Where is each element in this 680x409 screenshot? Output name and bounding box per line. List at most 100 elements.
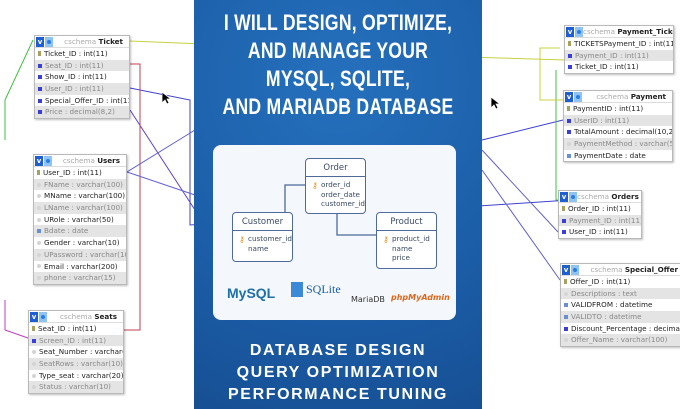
column-row[interactable]: FName : varchar(100) bbox=[34, 178, 126, 191]
toggle-icon[interactable]: v bbox=[30, 311, 38, 322]
options-icon[interactable] bbox=[575, 26, 583, 37]
toggle-icon[interactable]: v bbox=[36, 36, 44, 47]
column-row[interactable]: Ticket_ID : int(11) bbox=[35, 48, 129, 60]
column-row[interactable]: Payment_ID : int(11) bbox=[559, 214, 641, 227]
column-row[interactable]: Email : varchar(200) bbox=[34, 260, 126, 273]
options-icon[interactable] bbox=[39, 311, 47, 322]
column-icon bbox=[567, 141, 571, 146]
headline-line-2: AND MANAGE YOUR bbox=[247, 38, 429, 63]
column-row[interactable]: MName : varchar(100) bbox=[34, 190, 126, 203]
primary-key-icon bbox=[567, 106, 570, 112]
schema-label: cschema bbox=[583, 27, 616, 36]
sqlite-logo: SQLite bbox=[291, 282, 341, 297]
column-row[interactable]: User_ID : int(11) bbox=[34, 167, 126, 179]
options-icon[interactable] bbox=[571, 264, 579, 275]
options-icon[interactable] bbox=[45, 36, 53, 47]
service-2: QUERY OPTIMIZATION bbox=[236, 364, 440, 381]
column-row[interactable]: Screen_ID : int(11) bbox=[29, 334, 123, 347]
table-header[interactable]: v cschema Payment_Tickets bbox=[565, 26, 673, 38]
column-icon bbox=[37, 276, 41, 281]
column-row[interactable]: VALIDFROM : datetime bbox=[561, 299, 680, 312]
toggle-icon[interactable]: v bbox=[560, 191, 568, 202]
column-row[interactable]: Seat_ID : int(11) bbox=[35, 59, 129, 72]
options-icon[interactable] bbox=[569, 191, 577, 202]
column-row[interactable]: Price : decimal(8,2) bbox=[35, 106, 129, 119]
schema-name: cschema Payment bbox=[582, 92, 666, 101]
primary-key-icon bbox=[562, 206, 565, 212]
column-label: Seat_ID : int(11) bbox=[45, 60, 104, 70]
column-row[interactable]: Descriptions : text bbox=[561, 287, 680, 300]
column-row[interactable]: Special_Offer_ID : int(11) bbox=[35, 94, 129, 107]
table-header[interactable]: v cschema Ticket bbox=[35, 36, 129, 48]
mariadb-logo: MariaDB bbox=[351, 295, 385, 304]
column-row[interactable]: Order_ID : int(11) bbox=[559, 203, 641, 215]
column-row[interactable]: Offer_ID : int(11) bbox=[561, 276, 680, 288]
column-row[interactable]: Payment_ID : int(11) bbox=[565, 49, 673, 62]
options-icon[interactable] bbox=[574, 91, 582, 102]
column-row[interactable]: TotalAmount : decimal(10,2) bbox=[564, 126, 673, 139]
date-icon bbox=[564, 314, 568, 319]
date-icon bbox=[564, 303, 568, 308]
column-row[interactable]: TICKETSPayment_ID : int(11) bbox=[565, 38, 673, 50]
relation-line bbox=[4, 39, 34, 140]
column-row[interactable]: Offer_Name : varchar(100) bbox=[561, 334, 680, 347]
column-icon bbox=[37, 240, 41, 245]
column-icon bbox=[32, 350, 36, 355]
column-label: Payment_ID : int(11) bbox=[575, 50, 649, 60]
table-header[interactable]: v cschema Payment bbox=[564, 91, 672, 103]
primary-key-icon bbox=[32, 326, 35, 332]
schema-name: cschema Payment_Tickets bbox=[583, 27, 673, 36]
toggle-icon[interactable]: v bbox=[565, 91, 573, 102]
table-name: Special_Offer bbox=[624, 265, 678, 274]
foreign-key-icon bbox=[38, 75, 42, 80]
column-row[interactable]: LName : varchar(100) bbox=[34, 202, 126, 214]
column-row[interactable]: PaymentMethod : varchar(50) bbox=[564, 138, 672, 150]
column-row[interactable]: UPassword : varchar(100) bbox=[34, 248, 126, 261]
toggle-icon[interactable]: v bbox=[566, 26, 574, 37]
column-row[interactable]: PaymentDate : date bbox=[564, 149, 672, 162]
schema-name: cschema Ticket bbox=[53, 37, 123, 46]
column-row[interactable]: Status : varchar(10) bbox=[29, 381, 123, 394]
table-payment-tickets[interactable]: v cschema Payment_TicketsTICKETSPayment_I… bbox=[564, 25, 674, 75]
column-row[interactable]: User_ID : int(11) bbox=[559, 226, 641, 239]
column-row[interactable]: Seat_ID : int(11) bbox=[29, 323, 123, 335]
column-label: Show_ID : int(11) bbox=[45, 72, 107, 82]
toggle-icon[interactable]: v bbox=[35, 155, 43, 166]
column-row[interactable]: SeatRows : varchar(10) bbox=[29, 358, 123, 370]
column-row[interactable]: phone : varchar(15) bbox=[34, 272, 126, 284]
options-icon[interactable] bbox=[44, 155, 52, 166]
column-row[interactable]: Discount_Percentage : decimal(5,2) bbox=[561, 322, 680, 335]
column-row[interactable]: Ticket_ID : int(11) bbox=[565, 61, 673, 74]
column-row[interactable]: PaymentID : int(11) bbox=[564, 103, 672, 115]
column-row[interactable]: Gender : varchar(10) bbox=[34, 237, 126, 249]
column-row[interactable]: VALIDTO : datetime bbox=[561, 311, 680, 323]
column-row[interactable]: URole : varchar(50) bbox=[34, 213, 126, 226]
column-row[interactable]: Seat_Number : varchar(10) bbox=[29, 346, 123, 359]
toggle-icon[interactable]: v bbox=[562, 264, 570, 275]
column-row[interactable]: User_ID : int(11) bbox=[35, 83, 129, 95]
column-row[interactable]: Type_seat : varchar(20) bbox=[29, 369, 123, 382]
schema-label: cschema bbox=[60, 312, 93, 321]
column-row[interactable]: UserID : int(11) bbox=[564, 114, 672, 127]
service-1: DATABASE DESIGN bbox=[249, 342, 427, 359]
column-row[interactable]: Bdate : date bbox=[34, 225, 126, 238]
column-label: UserID : int(11) bbox=[574, 115, 630, 125]
column-label: TICKETSPayment_ID : int(11) bbox=[574, 39, 674, 48]
foreign-key-icon bbox=[562, 218, 566, 223]
column-label: TotalAmount : decimal(10,2) bbox=[574, 127, 673, 137]
primary-key-icon bbox=[37, 170, 40, 176]
column-row[interactable]: Show_ID : int(11) bbox=[35, 71, 129, 84]
relation-line bbox=[124, 63, 141, 331]
